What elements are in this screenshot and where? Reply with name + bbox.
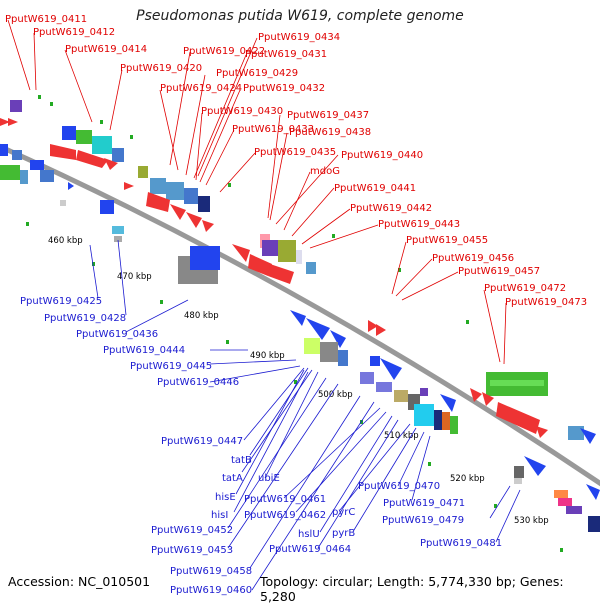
- gene-label-PputW619_0471: PputW619_0471: [383, 498, 465, 509]
- gene-features: [0, 100, 600, 532]
- gene-label-PputW619_0479: PputW619_0479: [382, 515, 464, 526]
- gene-label-PputW619_0430: PputW619_0430: [201, 106, 283, 117]
- gene-label-PputW619_0432: PputW619_0432: [243, 83, 325, 94]
- gene-label-tatA: tatA: [222, 473, 243, 484]
- gene-label-PputW619_0452: PputW619_0452: [151, 525, 233, 536]
- gene-label-PputW619_0458: PputW619_0458: [170, 566, 252, 577]
- gene-label-PputW619_0440: PputW619_0440: [341, 150, 423, 161]
- gene-label-PputW619_0438: PputW619_0438: [289, 127, 371, 138]
- gene-label-PputW619_0436: PputW619_0436: [76, 329, 158, 340]
- gene-label-PputW619_0435: PputW619_0435: [254, 147, 336, 158]
- tick-480: 480 kbp: [184, 311, 219, 321]
- gene-label-PputW619_0433: PputW619_0433: [232, 124, 314, 135]
- gene-label-PputW619_0443: PputW619_0443: [378, 219, 460, 230]
- gene-label-hisE: hisE: [215, 492, 236, 503]
- gene-label-mdoG: mdoG: [310, 166, 340, 177]
- tick-510: 510 kbp: [384, 431, 419, 441]
- track-dots: [26, 95, 563, 552]
- gene-label-ubiE: ubiE: [258, 473, 280, 484]
- gene-label-PputW619_0445: PputW619_0445: [130, 361, 212, 372]
- gene-label-PputW619_0431: PputW619_0431: [245, 49, 327, 60]
- tick-470: 470 kbp: [117, 272, 152, 282]
- gene-label-PputW619_0455: PputW619_0455: [406, 235, 488, 246]
- gene-label-pyrB: pyrB: [332, 528, 355, 539]
- gene-label-PputW619_0424: PputW619_0424: [160, 83, 242, 94]
- scale-ticks: 460 kbp 470 kbp 480 kbp 490 kbp 500 kbp …: [48, 236, 549, 526]
- gene-label-tatB: tatB: [231, 455, 252, 466]
- gene-label-PputW619_0446: PputW619_0446: [157, 377, 239, 388]
- gene-label-PputW619_0464: PputW619_0464: [269, 544, 351, 555]
- reverse-leaders: [89, 239, 521, 591]
- gene-label-PputW619_0472: PputW619_0472: [484, 283, 566, 294]
- reverse-gene-labels: PputW619_0425 PputW619_0428 PputW619_043…: [20, 296, 502, 596]
- gene-label-PputW619_0447: PputW619_0447: [161, 436, 243, 447]
- gene-label-PputW619_0460: PputW619_0460: [170, 585, 252, 596]
- genome-backbone: [0, 143, 600, 487]
- tick-500: 500 kbp: [318, 390, 353, 400]
- gene-label-pyrC: pyrC: [332, 507, 355, 518]
- forward-gene-labels: PputW619_0411 PputW619_0412 PputW619_041…: [5, 14, 587, 308]
- gene-label-PputW619_0457: PputW619_0457: [458, 266, 540, 277]
- gene-label-PputW619_0444: PputW619_0444: [103, 345, 185, 356]
- tick-460: 460 kbp: [48, 236, 83, 246]
- gene-label-PputW619_0412: PputW619_0412: [33, 27, 115, 38]
- gene-label-hisI: hisI: [211, 510, 228, 521]
- gene-label-PputW619_0429: PputW619_0429: [216, 68, 298, 79]
- tick-520: 520 kbp: [450, 474, 485, 484]
- gene-label-PputW619_0470: PputW619_0470: [358, 481, 440, 492]
- gene-label-PputW619_0456: PputW619_0456: [432, 253, 514, 264]
- gene-label-PputW619_0428: PputW619_0428: [44, 313, 126, 324]
- gene-label-PputW619_0453: PputW619_0453: [151, 545, 233, 556]
- gene-label-PputW619_0461: PputW619_0461: [244, 494, 326, 505]
- gene-label-PputW619_0411: PputW619_0411: [5, 14, 87, 25]
- forward-leaders: [7, 19, 507, 365]
- gene-label-PputW619_0425: PputW619_0425: [20, 296, 102, 307]
- gene-label-PputW619_0481: PputW619_0481: [420, 538, 502, 549]
- gene-label-PputW619_0414: PputW619_0414: [65, 44, 147, 55]
- gene-label-PputW619_0437: PputW619_0437: [287, 110, 369, 121]
- gene-label-PputW619_0462: PputW619_0462: [244, 510, 326, 521]
- gene-label-PputW619_0442: PputW619_0442: [350, 203, 432, 214]
- gene-label-PputW619_0473: PputW619_0473: [505, 297, 587, 308]
- genome-title: Pseudomonas putida W619, complete genome: [136, 8, 464, 24]
- gene-label-PputW619_0420: PputW619_0420: [120, 63, 202, 74]
- tick-490: 490 kbp: [250, 351, 285, 361]
- tick-530: 530 kbp: [514, 516, 549, 526]
- accession-label: Accession: NC_010501: [8, 574, 151, 589]
- gene-label-hslU: hslU: [298, 529, 320, 540]
- gene-label-PputW619_0441: PputW619_0441: [334, 183, 416, 194]
- gene-label-PputW619_0422: PputW619_0422: [183, 46, 265, 57]
- gene-label-PputW619_0434: PputW619_0434: [258, 32, 340, 43]
